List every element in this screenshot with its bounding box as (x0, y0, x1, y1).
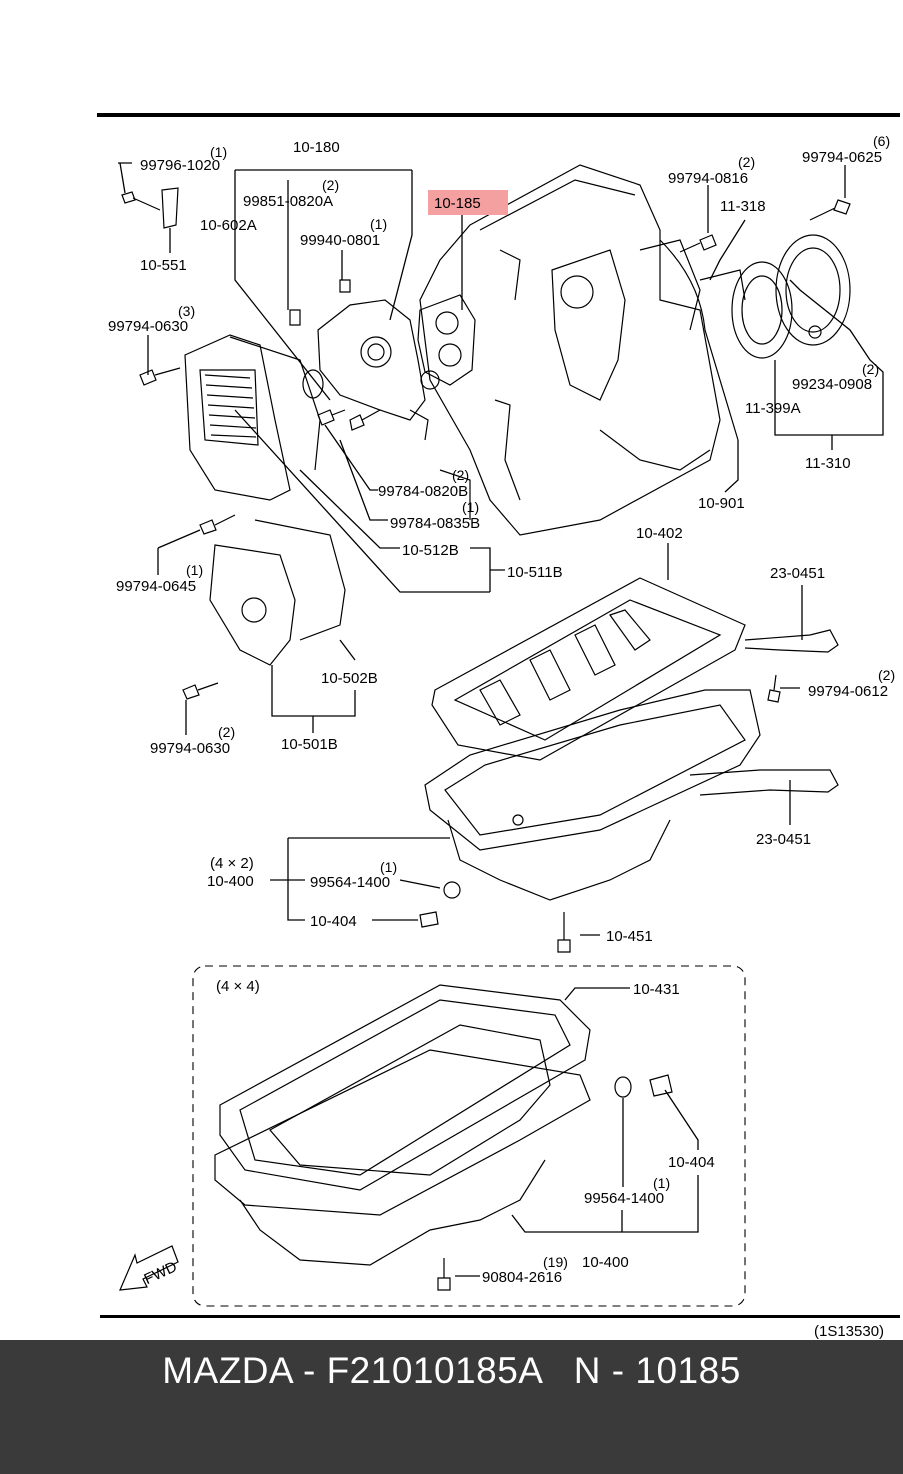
label-99234: 99234-0908 (792, 376, 872, 393)
qty-99796-1020: (1) (210, 144, 227, 160)
highlight-box (428, 190, 508, 215)
4x4-variant-box (192, 965, 746, 1307)
diagram-code: 10185 (635, 1350, 741, 1391)
label-99564a: 99564-1400 (310, 874, 390, 891)
label-10-502B: 10-502B (321, 670, 378, 687)
label-11-318: 11-318 (720, 198, 766, 215)
label-10-451: 10-451 (606, 928, 653, 945)
gasket-10-185 (417, 294, 476, 390)
qty-99794-0645: (1) (186, 562, 203, 578)
label-99794-0816: 99794-0816 (668, 170, 748, 187)
qty-90804: (19) (543, 1254, 568, 1270)
highlight-label: 10-185 (434, 195, 481, 212)
label-10-180: 10-180 (293, 139, 340, 156)
label-99794-0630b: 99794-0630 (150, 740, 230, 757)
qty-99564b: (1) (653, 1175, 670, 1191)
brand-name: MAZDA (162, 1350, 293, 1391)
label-10-404b: 10-404 (668, 1154, 715, 1171)
bottom-rule (100, 1315, 900, 1318)
fwd-arrow: FWD (119, 1245, 180, 1291)
label-99564b: 99564-1400 (584, 1190, 664, 1207)
qty-99794-0612: (2) (878, 667, 895, 683)
label-23-0451a: 23-0451 (770, 565, 825, 582)
qty-99784-0820B: (2) (452, 467, 469, 483)
qty-99234: (2) (862, 361, 879, 377)
label-10-512B: 10-512B (402, 542, 459, 559)
oem-part-number: F21010185A (326, 1350, 542, 1391)
highlight-10-185: 10-185 (428, 190, 508, 310)
label-99784-0835B: 99784-0835B (390, 515, 480, 532)
label-10-602A: 10-602A (200, 217, 257, 234)
label-99940: 99940-0801 (300, 232, 380, 249)
label-99784-0820B: 99784-0820B (378, 483, 468, 500)
qty-99794-0816: (2) (738, 154, 755, 170)
top-rule (97, 113, 900, 117)
separator: - (292, 1350, 327, 1391)
label-10-501B: 10-501B (281, 736, 338, 753)
timing-cover-upper (184, 334, 321, 501)
engine-block (419, 164, 739, 536)
part-caption: MAZDA - F21010185A N - 10185 (0, 1350, 903, 1392)
label-4x2: (4 × 2) (210, 855, 254, 872)
bolt-icons (121, 187, 851, 1291)
qty-99564a: (1) (380, 859, 397, 875)
label-10-402: 10-402 (636, 525, 683, 542)
label-99851: 99851-0820A (243, 193, 333, 210)
label-10-511B: 10-511B (507, 564, 563, 581)
qty-99940: (1) (370, 216, 387, 232)
qty-99794-0625: (6) (873, 133, 890, 149)
qty-99851: (2) (322, 177, 339, 193)
part-labels: (1) 99796-1020 10-551 10-180 (2) 99851-0… (108, 133, 895, 1340)
label-99794-0625: 99794-0625 (802, 149, 882, 166)
oil-pan-10-400 (424, 689, 839, 901)
label-4x4: (4 × 4) (216, 978, 260, 995)
label-90804: 90804-2616 (482, 1269, 562, 1286)
code-prefix: N (573, 1350, 601, 1391)
parts-diagram: 10-185 (97, 113, 900, 1340)
qty-99794-0630a: (3) (178, 303, 195, 319)
qty-99794-0630b: (2) (218, 724, 235, 740)
reference-code: (1S13530) (814, 1323, 884, 1340)
label-23-0451b: 23-0451 (756, 831, 811, 848)
oil-pan-4x4 (214, 984, 591, 1266)
label-10-431: 10-431 (633, 981, 680, 998)
leader-lines (118, 162, 884, 1277)
footer-bar (0, 1340, 903, 1474)
separator-2: - (601, 1350, 636, 1391)
label-10-404a: 10-404 (310, 913, 357, 930)
label-99794-0630a: 99794-0630 (108, 318, 188, 335)
timing-cover-lower (209, 519, 346, 666)
qty-99784-0835B: (1) (462, 499, 479, 515)
label-11-310: 11-310 (805, 455, 851, 472)
label-99796-1020: 99796-1020 (140, 157, 220, 174)
label-10-551: 10-551 (140, 257, 187, 274)
gap (541, 1350, 573, 1391)
rear-seal-assembly (699, 234, 851, 359)
label-99794-0612: 99794-0612 (808, 683, 888, 700)
label-11-399A: 11-399A (745, 400, 801, 417)
label-10-400b: 10-400 (582, 1254, 629, 1271)
oil-baffle-10-402 (431, 577, 839, 761)
label-10-400a: 10-400 (207, 873, 254, 890)
label-10-901: 10-901 (698, 495, 745, 512)
label-99794-0645: 99794-0645 (116, 578, 196, 595)
oil-pump-assembly (302, 299, 429, 441)
